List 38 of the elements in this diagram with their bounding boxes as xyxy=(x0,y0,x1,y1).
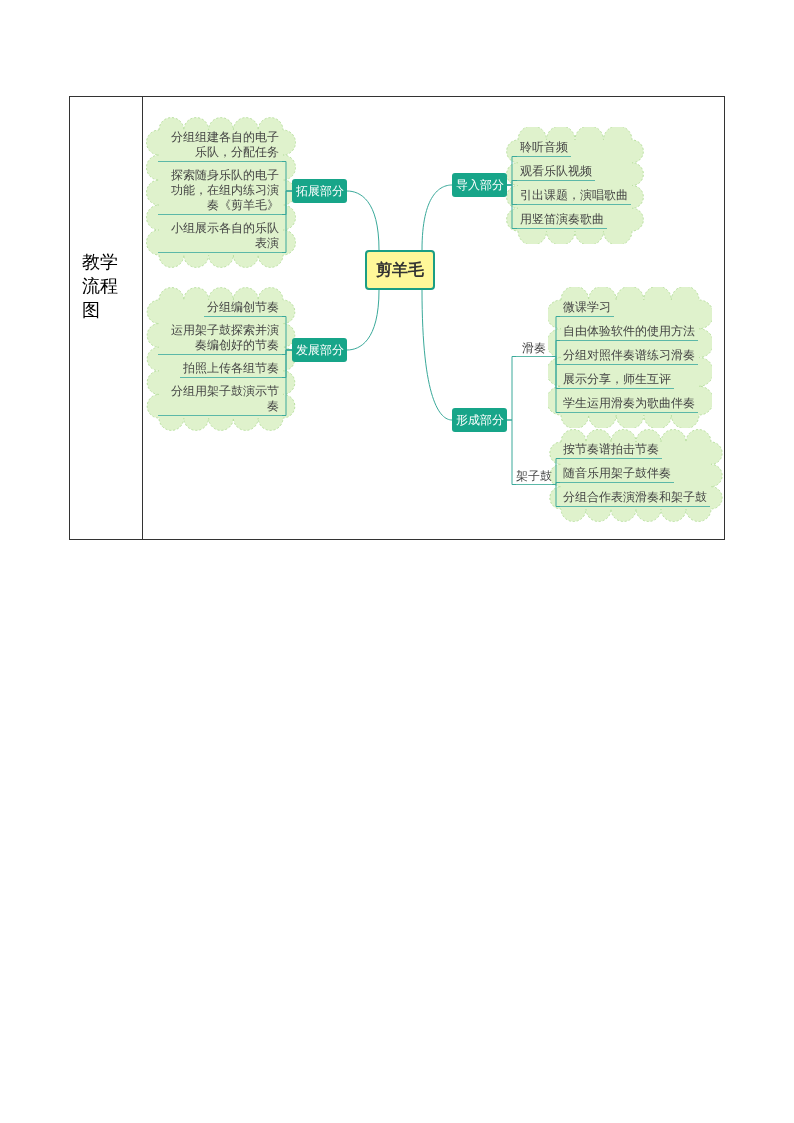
list-item: 拍照上传各组节奏 xyxy=(180,361,282,378)
list-item: 随音乐用架子鼓伴奏 xyxy=(560,466,674,483)
connector-line xyxy=(281,349,293,416)
list-item: 自由体验软件的使用方法 xyxy=(560,324,698,341)
list-item: 探索随身乐队的电子功能，在组内练习演奏《剪羊毛》 xyxy=(158,168,282,215)
connector-line xyxy=(281,190,293,253)
cloud-shape xyxy=(146,117,296,268)
list-item: 分组用架子鼓演示节奏 xyxy=(158,384,282,416)
branch-box: 形成部分 xyxy=(452,408,507,432)
connector-line xyxy=(506,184,518,229)
list-item: 运用架子鼓探索并演奏编创好的节奏 xyxy=(158,323,282,355)
connector-line xyxy=(421,289,453,421)
branch-box: 拓展部分 xyxy=(292,179,347,203)
branch-box: 导入部分 xyxy=(452,173,507,197)
cloud-shape xyxy=(146,287,296,431)
list-item: 用竖笛演奏歌曲 xyxy=(517,212,607,229)
cloud-shape xyxy=(548,287,712,428)
connector-line xyxy=(346,289,380,351)
connector-line xyxy=(506,419,517,485)
list-item: 微课学习 xyxy=(560,300,614,317)
list-item: 分组对照伴奏谱练习滑奏 xyxy=(560,348,698,365)
branch-box: 发展部分 xyxy=(292,338,347,362)
list-item: 展示分享，师生互评 xyxy=(560,372,674,389)
connector-line xyxy=(421,184,453,251)
list-item: 学生运用滑奏为歌曲伴奏 xyxy=(560,396,698,413)
list-item: 聆听音频 xyxy=(517,140,571,157)
list-item: 观看乐队视频 xyxy=(517,164,595,181)
row-heading: 教学流程图 xyxy=(82,250,119,322)
list-item: 引出课题，演唱歌曲 xyxy=(517,188,631,205)
list-item: 小组展示各自的乐队表演 xyxy=(158,221,282,253)
connector-line xyxy=(551,356,561,413)
connector-line xyxy=(346,190,380,251)
list-item: 按节奏谱拍击节奏 xyxy=(560,442,662,459)
topic-box: 剪羊毛 xyxy=(365,250,435,290)
cloud-shape xyxy=(505,127,645,244)
list-item: 分组编创节奏 xyxy=(204,300,282,317)
list-item: 分组组建各自的电子乐队，分配任务 xyxy=(158,130,282,162)
list-item: 分组合作表演滑奏和架子鼓 xyxy=(560,490,710,507)
